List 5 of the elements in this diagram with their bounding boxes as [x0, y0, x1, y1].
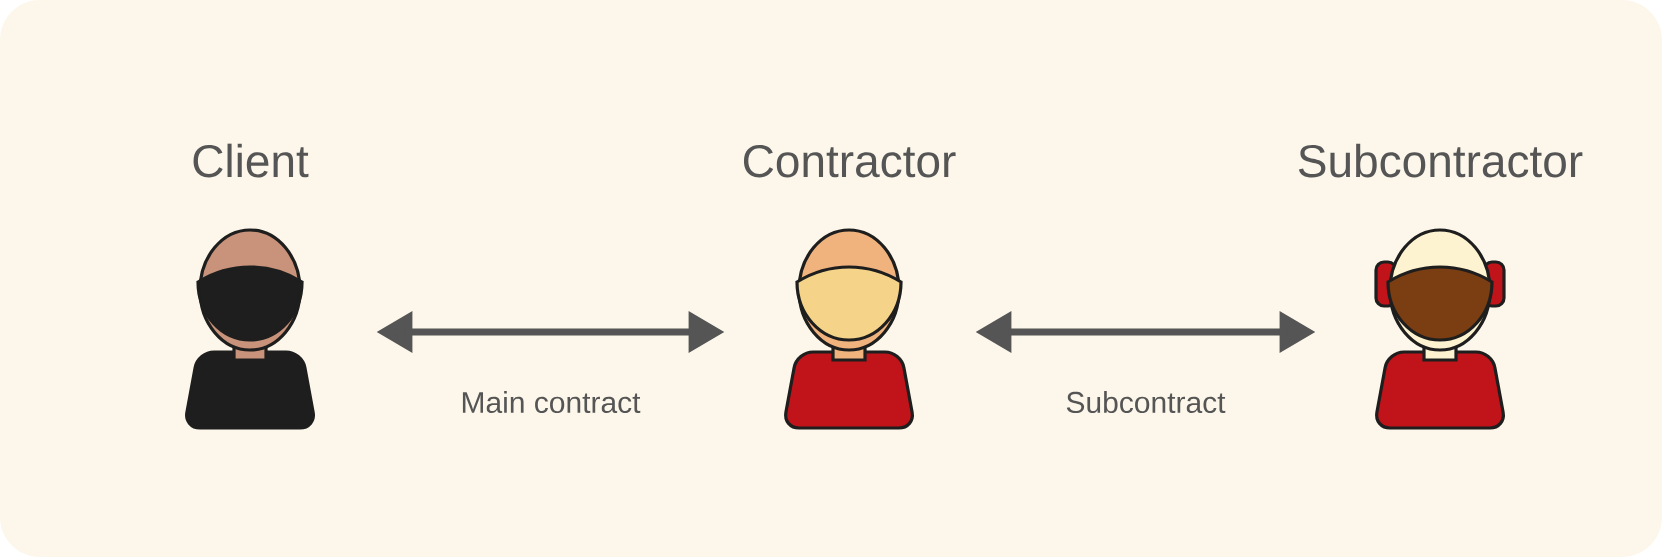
edge-label: Main contract: [453, 384, 648, 420]
person-label: Contractor: [743, 144, 956, 178]
person-label: Subcontractor: [1298, 143, 1583, 178]
person-label: Client: [193, 143, 309, 178]
edge-label: Subcontract: [1058, 384, 1233, 420]
